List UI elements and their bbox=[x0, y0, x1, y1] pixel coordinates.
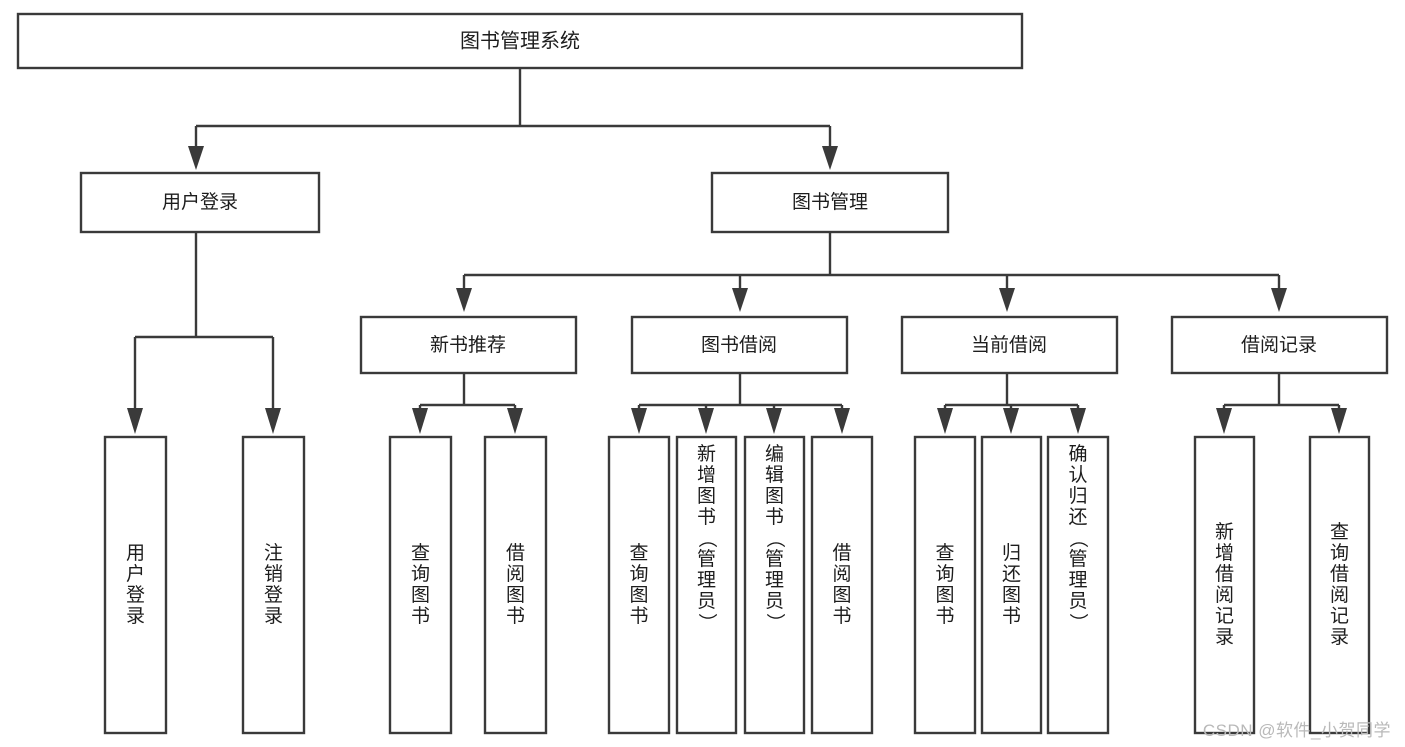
connector-group-current-borrow bbox=[937, 373, 1086, 434]
node-leaf-add-record-box[interactable] bbox=[1193, 435, 1256, 735]
node-leaf-user-login-box[interactable] bbox=[103, 435, 168, 735]
arrow-head-book-manage bbox=[822, 146, 838, 170]
node-leaf-borrow-book-2-box[interactable] bbox=[810, 435, 874, 735]
node-new-book-recommend[interactable]: 新书推荐 bbox=[359, 315, 578, 375]
node-leaf-query-record-box[interactable] bbox=[1308, 435, 1371, 735]
arrow-head-book-borrow bbox=[732, 288, 748, 312]
node-book-borrow-label: 图书借阅 bbox=[701, 334, 777, 356]
connector-group-root bbox=[188, 68, 838, 170]
node-root[interactable]: 图书管理系统 bbox=[16, 12, 1024, 70]
arrow-head-leaf-add-book bbox=[698, 408, 714, 434]
connector-group-user-login bbox=[127, 233, 281, 434]
node-leaf-logout-box[interactable] bbox=[241, 435, 306, 735]
arrow-head-leaf-query-record bbox=[1331, 408, 1347, 434]
connector-group-book-borrow bbox=[631, 373, 850, 434]
connector-group-new-book-recommend bbox=[412, 373, 523, 434]
node-new-book-recommend-label: 新书推荐 bbox=[430, 334, 506, 356]
connector-group-borrow-record bbox=[1216, 373, 1347, 434]
arrow-head-current-borrow bbox=[999, 288, 1015, 312]
node-leaf-edit-book-box[interactable] bbox=[743, 435, 806, 735]
arrow-head-leaf-query-book-1 bbox=[412, 408, 428, 434]
node-user-login-box[interactable] bbox=[79, 171, 321, 234]
node-user-login[interactable]: 用户登录 bbox=[79, 171, 321, 234]
arrow-head-leaf-query-book-3 bbox=[937, 408, 953, 434]
arrow-head-borrow-record bbox=[1271, 288, 1287, 312]
node-leaf-query-book-1-box[interactable] bbox=[388, 435, 453, 735]
arrow-head-leaf-return-book bbox=[1003, 408, 1019, 434]
node-borrow-record[interactable]: 借阅记录 bbox=[1170, 315, 1389, 375]
node-leaf-query-book-2-box[interactable] bbox=[607, 435, 671, 735]
node-current-borrow[interactable]: 当前借阅 bbox=[900, 315, 1119, 375]
node-user-login-label: 用户登录 bbox=[162, 191, 238, 213]
arrow-head-leaf-edit-book bbox=[766, 408, 782, 434]
node-borrow-record-label: 借阅记录 bbox=[1241, 334, 1317, 356]
leaf-boxes bbox=[103, 435, 1371, 735]
node-leaf-confirm-return-box[interactable] bbox=[1046, 435, 1110, 735]
connector-group-book-manage bbox=[456, 233, 1287, 312]
arrow-head-leaf-user-login bbox=[127, 408, 143, 434]
node-book-borrow[interactable]: 图书借阅 bbox=[630, 315, 849, 375]
node-leaf-add-book-box[interactable] bbox=[675, 435, 738, 735]
arrow-head-leaf-logout bbox=[265, 408, 281, 434]
node-root-box[interactable] bbox=[16, 12, 1024, 70]
arrow-head-user-login bbox=[188, 146, 204, 170]
node-leaf-query-book-3-box[interactable] bbox=[913, 435, 977, 735]
arrow-head-leaf-confirm-return bbox=[1070, 408, 1086, 434]
node-borrow-record-box[interactable] bbox=[1170, 315, 1389, 375]
arrow-head-new-book-recommend bbox=[456, 288, 472, 312]
arrow-head-leaf-query-book-2 bbox=[631, 408, 647, 434]
node-book-manage[interactable]: 图书管理 bbox=[710, 171, 950, 234]
node-leaf-borrow-book-1-box[interactable] bbox=[483, 435, 548, 735]
node-current-borrow-box[interactable] bbox=[900, 315, 1119, 375]
node-current-borrow-label: 当前借阅 bbox=[971, 334, 1047, 356]
arrow-head-leaf-borrow-book-2 bbox=[834, 408, 850, 434]
node-book-manage-label: 图书管理 bbox=[792, 191, 868, 213]
node-root-label: 图书管理系统 bbox=[460, 29, 580, 52]
node-book-manage-box[interactable] bbox=[710, 171, 950, 234]
node-book-borrow-box[interactable] bbox=[630, 315, 849, 375]
node-leaf-return-book-box[interactable] bbox=[980, 435, 1043, 735]
watermark-text: CSDN @软件_小贺同学 bbox=[1202, 721, 1391, 740]
arrow-head-leaf-add-record bbox=[1216, 408, 1232, 434]
arrow-head-leaf-borrow-book-1 bbox=[507, 408, 523, 434]
node-new-book-recommend-box[interactable] bbox=[359, 315, 578, 375]
